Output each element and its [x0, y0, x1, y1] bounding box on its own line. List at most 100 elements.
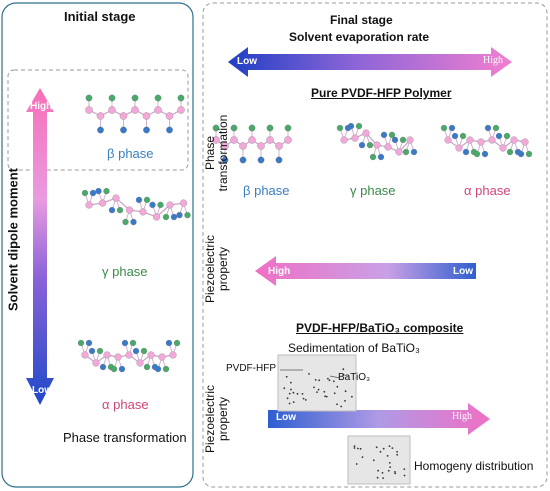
batio3-particle	[292, 401, 295, 403]
substituent-atom	[459, 132, 467, 140]
carbon-atom	[212, 136, 220, 144]
carbon-atom	[521, 138, 529, 146]
fluorine-atom	[108, 206, 116, 214]
carbon-atom	[499, 144, 507, 152]
hydrogen-atom	[336, 124, 344, 132]
fluorine-atom	[176, 211, 183, 219]
phase-transformation-footer: Phase transformation	[63, 430, 187, 445]
hydrogen-atom	[212, 124, 220, 132]
initial-stage-title: Initial stage	[64, 9, 136, 24]
batio3-particle	[379, 450, 382, 453]
batio3-particle	[372, 459, 375, 462]
batio3-particle	[386, 455, 389, 457]
carbon-atom	[488, 136, 496, 144]
pvdf-hfp-label: PVDF-HFP	[226, 363, 276, 374]
batio3-particle	[376, 476, 379, 479]
batio3-particle	[344, 390, 347, 393]
composite-arrow-low-label: Low	[276, 412, 296, 423]
hydrogen-atom	[440, 124, 448, 132]
carbon-atom	[85, 106, 93, 114]
carbon-atom	[477, 138, 485, 146]
carbon-atom	[510, 136, 518, 144]
batio3-particle	[344, 400, 346, 402]
carbon-atom	[114, 353, 122, 361]
hydrogen-atom	[154, 94, 162, 102]
fluorine-atom	[462, 148, 470, 156]
carbon-atom	[81, 351, 89, 359]
carbon-atom	[239, 142, 247, 150]
substituent-atom	[184, 211, 191, 219]
hydrogen-atom	[506, 148, 514, 156]
batio3-particle	[317, 388, 320, 391]
carbon-atom	[131, 106, 139, 114]
piezoelectric-arrow	[255, 256, 476, 286]
substituent-atom	[89, 189, 97, 197]
fluorine-atom	[143, 126, 150, 134]
fluorine-atom	[135, 196, 143, 204]
fluorine-atom	[275, 156, 283, 164]
substituent-atom	[157, 201, 164, 209]
carbon-atom	[165, 112, 174, 120]
batio3-particle	[285, 375, 288, 378]
hydrogen-atom	[230, 124, 238, 132]
carbon-atom	[103, 351, 111, 359]
batio3-particle	[328, 379, 331, 382]
carbon-atom	[395, 148, 403, 156]
hydrogen-atom	[402, 148, 410, 156]
batio3-label: BaTiO₃	[338, 372, 371, 383]
batio3-particle	[316, 391, 318, 393]
carbon-atom	[444, 136, 452, 144]
carbon-atom	[466, 136, 474, 144]
batio3-particle	[359, 447, 362, 450]
carbon-atom	[177, 106, 185, 114]
hydrogen-atom	[108, 94, 116, 102]
batio3-particle	[286, 397, 289, 400]
carbon-atom	[108, 106, 116, 114]
batio3-particle	[396, 450, 398, 453]
phase-transformation-text: Phase transformation	[203, 114, 230, 192]
carbon-atom	[221, 142, 229, 150]
initial-stage-frame	[1, 2, 194, 488]
piezo-property-label-2: Piezoelectric property	[203, 369, 230, 469]
carbon-atom	[166, 201, 174, 209]
rate-high-label: High	[483, 55, 503, 66]
batio3-particle	[283, 387, 286, 390]
batio3-particle	[323, 390, 326, 393]
substituent-atom	[481, 150, 489, 158]
batio3-particle	[336, 385, 339, 388]
batio3-particle	[403, 468, 406, 470]
fluorine-atom	[484, 124, 492, 132]
hydrogen-atom	[77, 339, 85, 347]
hydrogen-atom	[81, 189, 89, 197]
hydrogen-atom	[369, 153, 377, 161]
substituent-atom	[399, 136, 407, 144]
batio3-particle	[382, 477, 384, 479]
substituent-atom	[140, 347, 148, 355]
carbon-atom	[142, 112, 151, 120]
carbon-atom	[455, 144, 463, 152]
hydrogen-atom	[266, 124, 274, 132]
carbon-atom	[230, 136, 238, 144]
final-stage-frame	[202, 2, 548, 488]
substituent-atom	[492, 124, 500, 132]
substituent-atom	[410, 148, 418, 156]
substituent-atom	[96, 347, 104, 355]
beta-highlight-box	[7, 69, 189, 171]
gamma-phase-molecule-right	[336, 122, 418, 161]
hydrogen-atom	[162, 213, 170, 221]
hydrogen-atom	[85, 94, 93, 102]
carbon-atom	[147, 351, 155, 359]
fluorine-atom	[165, 339, 173, 347]
hydrogen-atom	[177, 94, 185, 102]
dipole-high-label: High	[30, 101, 53, 112]
fluorine-atom	[221, 156, 229, 164]
batio3-particle	[340, 405, 343, 408]
fluorine-atom	[88, 347, 96, 355]
fluorine-atom	[120, 126, 127, 134]
batio3-particle	[381, 472, 384, 474]
batio3-particle	[394, 471, 396, 473]
carbon-atom	[152, 213, 161, 221]
gamma-phase-label-right: γ phase	[350, 183, 396, 198]
homogeneous-composite-image	[347, 435, 411, 485]
